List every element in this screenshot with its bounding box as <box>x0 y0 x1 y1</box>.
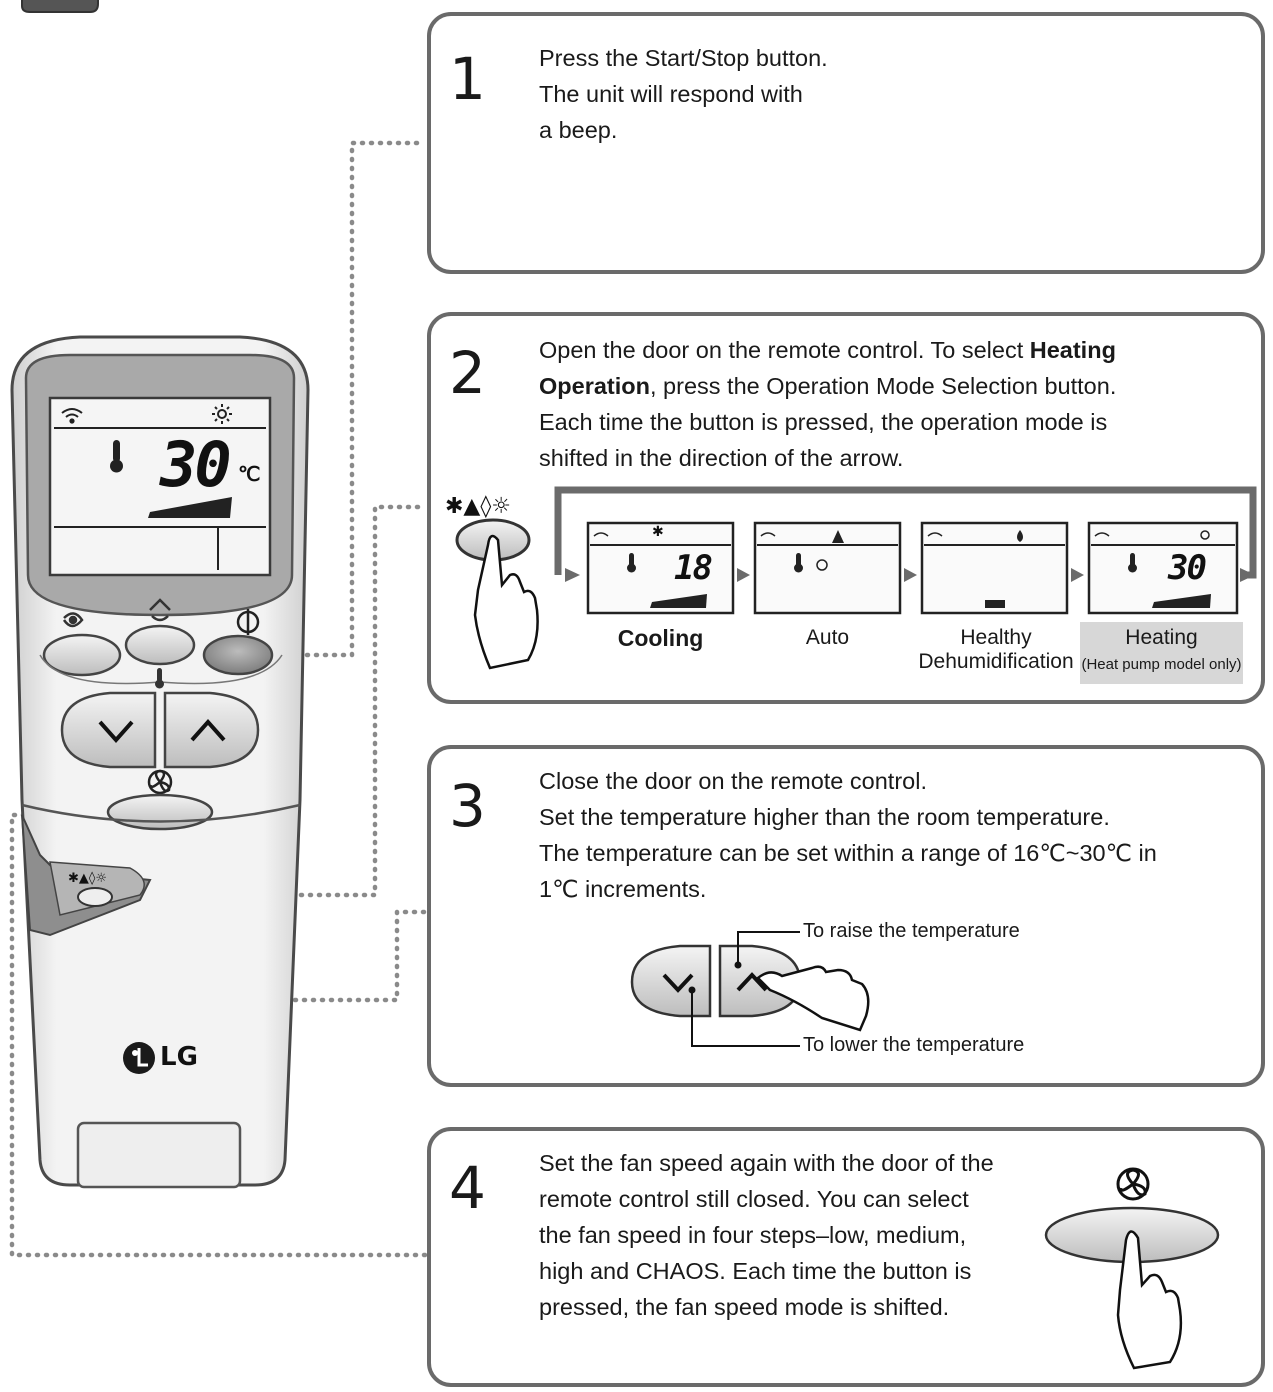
callout-lower-temp: To lower the temperature <box>803 1034 1025 1056</box>
temp-rocker-illustration <box>630 931 870 1047</box>
step-1-text: Press the Start/Stop button. The unit wi… <box>539 40 828 148</box>
mode-label-auto: Auto <box>805 626 850 649</box>
fan-speed-button <box>106 793 214 831</box>
temp-up-button <box>163 691 260 769</box>
step-2-text: Open the door on the remote control. To … <box>539 332 1239 476</box>
heating-lcd-temp: 30 <box>1168 548 1207 588</box>
lcd-auto <box>753 521 902 615</box>
step-4-box: 4 Set the fan speed again with the door … <box>427 1127 1265 1387</box>
jet-button <box>42 633 122 677</box>
step-1-line-3: a beep. <box>539 117 618 143</box>
step-3-line-4: 1℃ increments. <box>539 876 707 902</box>
callout-raise-temp: To raise the temperature <box>803 920 1020 942</box>
power-icon <box>236 609 260 635</box>
mode-selection-illustration: ✱▲◊☼ ✱ <box>445 486 1257 684</box>
lg-logo-icon <box>123 1042 155 1074</box>
mode-label-dehumidification: Dehumidification <box>918 650 1074 673</box>
mode-label-heating: Heating <box>1125 626 1198 649</box>
swing-icon <box>149 598 171 622</box>
step-3-line-3: The temperature can be set within a rang… <box>539 840 1157 866</box>
step-2-bold-operation: Operation <box>539 373 650 399</box>
fan-icon <box>147 769 173 795</box>
mode-label-heating-note: (Heat pump model only) <box>1081 656 1242 673</box>
svg-text:✱▲◊☼: ✱▲◊☼ <box>445 494 511 519</box>
hand-side-icon <box>756 965 870 1032</box>
step-2-line-4: shifted in the direction of the arrow. <box>539 445 904 471</box>
step-2-line-2: Operation, press the Operation Mode Sele… <box>539 373 1117 399</box>
step-1-box: 1 Press the Start/Stop button. The unit … <box>427 12 1265 274</box>
battery-cover <box>76 1121 242 1189</box>
step-2-line-1: Open the door on the remote control. To … <box>539 337 1116 363</box>
svg-text:✱▲◊☼: ✱▲◊☼ <box>68 871 107 886</box>
mode-label-healthy: Healthy <box>960 626 1032 649</box>
cooling-lcd-temp: 18 <box>674 548 713 588</box>
sun-icon <box>212 404 232 424</box>
hand-fan-press-icon <box>1116 1230 1183 1370</box>
start-stop-button <box>202 634 274 676</box>
remote-brand: LG <box>160 1042 198 1072</box>
step-3-text: Close the door on the remote control. Se… <box>539 763 1249 907</box>
step-3-number: 3 <box>449 772 486 840</box>
step-4-line-1: Set the fan speed again with the door of… <box>539 1150 994 1176</box>
mode-button-small <box>77 887 113 907</box>
remote-control: ✱▲◊☼ <box>10 335 310 1189</box>
step-4-line-2: remote control still closed. You can sel… <box>539 1186 969 1212</box>
step-1-line-2: The unit will respond with <box>539 81 803 107</box>
step-2-bold-heating: Heating <box>1029 337 1116 363</box>
corner-tab <box>21 0 99 13</box>
svg-text:✱: ✱ <box>652 523 664 539</box>
hand-press-icon <box>473 534 539 670</box>
step-3-line-2: Set the temperature higher than the room… <box>539 804 1110 830</box>
remote-display-unit: ℃ <box>238 464 261 486</box>
step-2-number: 2 <box>449 339 486 407</box>
step-4-line-5: pressed, the fan speed mode is shifted. <box>539 1294 950 1320</box>
step-4-line-4: high and CHAOS. Each time the button is <box>539 1258 972 1284</box>
jet-icon <box>62 612 84 628</box>
step-3-box: 3 Close the door on the remote control. … <box>427 745 1265 1087</box>
step-4-text: Set the fan speed again with the door of… <box>539 1145 1049 1325</box>
swing-button <box>124 624 196 666</box>
step-1-number: 1 <box>449 45 486 113</box>
step-4-line-3: the fan speed in four steps–low, medium, <box>539 1222 967 1248</box>
lcd-dehumidify <box>920 521 1069 615</box>
step-4-number: 4 <box>449 1154 486 1222</box>
fan-button-illustration <box>1044 1167 1220 1370</box>
mode-label-cooling: Cooling <box>617 625 704 651</box>
lcd-heating <box>1087 521 1239 615</box>
step-3-line-1: Close the door on the remote control. <box>539 768 927 794</box>
fan-level-bars <box>148 497 232 518</box>
signal-icon <box>61 408 83 424</box>
temp-small-icon <box>155 668 164 689</box>
step-1-line-1: Press the Start/Stop button. <box>539 45 828 71</box>
remote-display-temp: 30 <box>160 428 232 501</box>
lcd-cooling: ✱ <box>586 521 735 615</box>
step-2-line-3: Each time the button is pressed, the ope… <box>539 409 1108 435</box>
thermometer-icon <box>110 440 123 473</box>
step-2-box: 2 Open the door on the remote control. T… <box>427 312 1265 704</box>
